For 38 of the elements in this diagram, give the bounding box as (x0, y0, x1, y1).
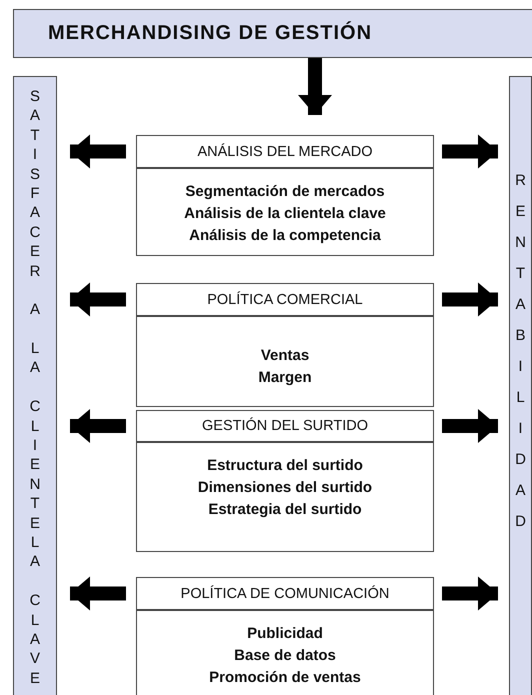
section-title: POLÍTICA COMERCIAL (207, 292, 363, 308)
section-content-box (136, 316, 434, 407)
list-item: Ventas (260, 346, 310, 366)
section-header-box (136, 135, 434, 168)
section-content-box (136, 168, 434, 256)
title-box (13, 9, 532, 58)
section-title: GESTIÓN DEL SURTIDO (202, 418, 368, 434)
section-header-box (136, 577, 434, 610)
list-item: Estructura del surtido (207, 456, 363, 476)
block-arrow (70, 282, 126, 316)
list-item: Estrategia del surtido (208, 500, 362, 520)
block-arrow (70, 134, 126, 168)
block-arrow (70, 409, 126, 443)
list-item: Análisis de la clientela clave (184, 204, 386, 224)
side-band (509, 76, 532, 695)
list-item: Promoción de ventas (209, 668, 361, 688)
list-item: Publicidad (247, 624, 323, 644)
vertical-text: RENTABILIDAD (514, 171, 527, 532)
section-content-box (136, 442, 434, 552)
side-band (13, 76, 57, 695)
list-item: Dimensiones del surtido (198, 478, 372, 498)
section-content-box (136, 610, 434, 695)
block-arrow (298, 58, 332, 115)
section-header-box (136, 410, 434, 442)
title-text: MERCHANDISING DE GESTIÓN (48, 22, 372, 45)
list-item: Margen (258, 368, 312, 388)
section-header-box (136, 283, 434, 316)
block-arrow (70, 576, 126, 610)
block-arrow (442, 134, 498, 168)
section-title: POLÍTICA DE COMUNICACIÓN (180, 586, 390, 602)
block-arrow (442, 576, 498, 610)
section-title: ANÁLISIS DEL MERCADO (197, 144, 373, 160)
vertical-text: SATISFACER A LA CLIENTELA CLAVE (28, 87, 42, 688)
list-item: Base de datos (234, 646, 336, 666)
list-item: Análisis de la competencia (189, 226, 381, 246)
block-arrow (442, 282, 498, 316)
list-item: Segmentación de mercados (185, 182, 385, 202)
block-arrow (442, 409, 498, 443)
